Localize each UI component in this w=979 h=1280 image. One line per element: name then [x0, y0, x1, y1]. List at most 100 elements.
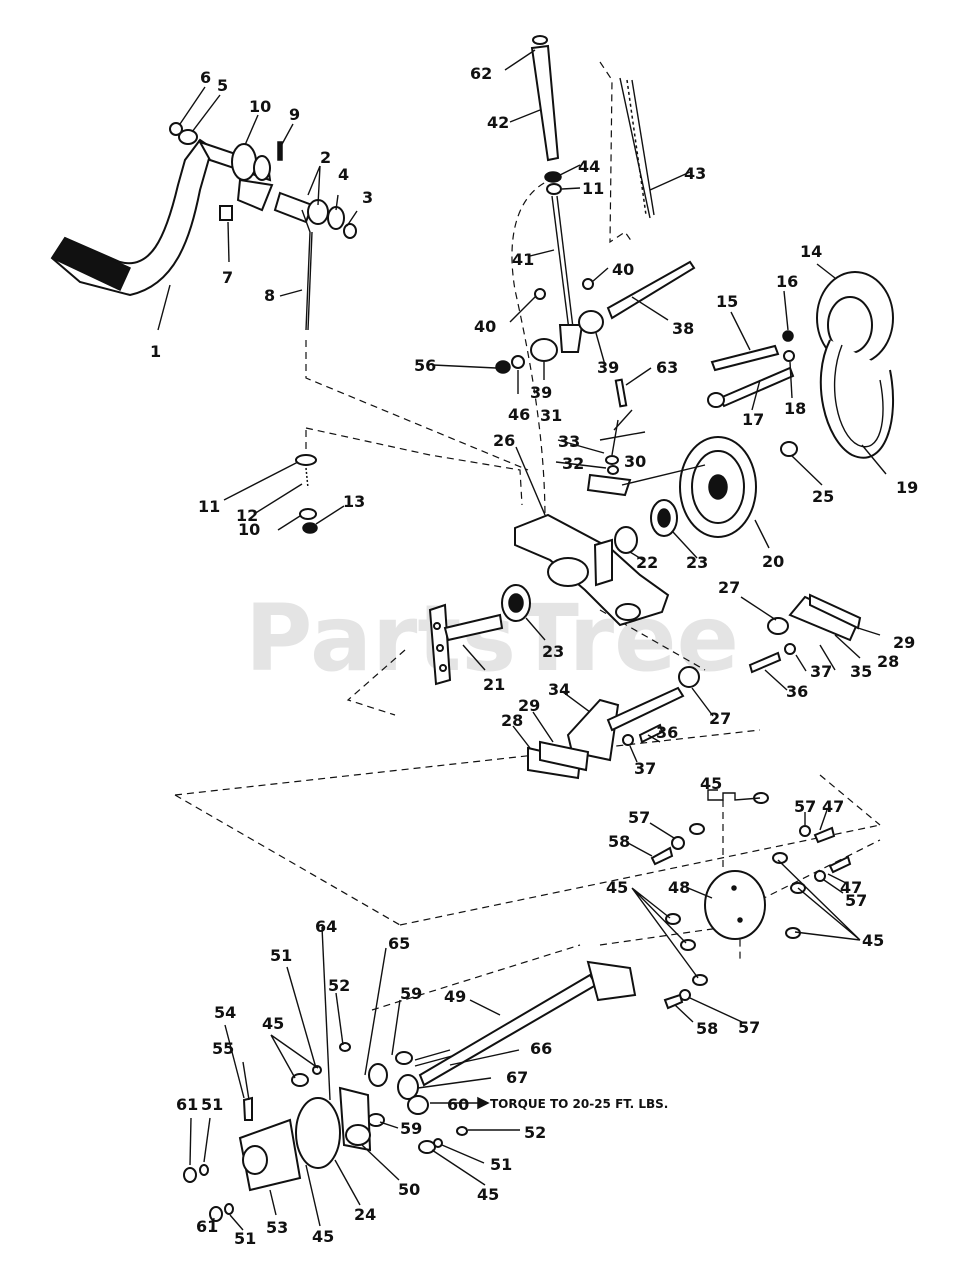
nut-13: [302, 522, 318, 534]
belt-19: [819, 339, 894, 459]
spring-12: [305, 467, 309, 489]
pedal-pad: [50, 237, 131, 292]
key-7: [219, 205, 233, 221]
callout-57-a: 57: [628, 808, 650, 827]
nut-61-b: [209, 1206, 223, 1222]
cap-62: [532, 35, 548, 45]
callout-45-hub: 45: [262, 1014, 284, 1033]
lower-bracket-assembly: [527, 686, 685, 780]
callout-36-lower: 36: [656, 723, 678, 742]
callout-25: 25: [812, 487, 834, 506]
bolt-15: [710, 344, 780, 372]
washer-51-c: [199, 1164, 209, 1176]
washer-65: [368, 1063, 388, 1087]
callout-4: 4: [338, 165, 349, 184]
callout-53: 53: [266, 1218, 288, 1237]
callout-49: 49: [444, 987, 466, 1006]
bolt-47-b: [828, 855, 852, 874]
washer-45-h: [692, 974, 708, 986]
callout-26: 26: [493, 431, 515, 450]
nut-40a: [534, 288, 546, 300]
callout-23-left: 23: [542, 642, 564, 661]
callout-45-left: 45: [606, 878, 628, 897]
callout-59-lower: 59: [400, 1119, 422, 1138]
callout-35: 35: [850, 662, 872, 681]
rod-41: [551, 195, 571, 339]
callout-57-b: 57: [794, 797, 816, 816]
callout-30: 30: [624, 452, 646, 471]
bracket-26: [514, 513, 670, 627]
callout-31: 31: [540, 406, 562, 425]
nut-25: [780, 441, 798, 457]
nut-61-a: [183, 1167, 197, 1183]
bolt-58-a: [650, 846, 674, 866]
callout-34: 34: [548, 680, 570, 699]
torque-note: TORQUE TO 20-25 FT. LBS.: [490, 1097, 668, 1111]
pedal-assembly: [50, 122, 357, 331]
washer-37b: [622, 734, 634, 746]
bolt-58-b: [663, 993, 684, 1010]
callout-17: 17: [742, 410, 764, 429]
washer-51-b: [433, 1138, 443, 1148]
plate-29b: [539, 740, 590, 772]
callout-8: 8: [264, 286, 275, 305]
callout-48: 48: [668, 878, 690, 897]
callout-15: 15: [716, 292, 738, 311]
callout-16: 16: [776, 272, 798, 291]
callout-36-right: 36: [786, 682, 808, 701]
callout-65: 65: [388, 934, 410, 953]
callout-52-top: 52: [328, 976, 350, 995]
callout-11-left: 11: [198, 497, 220, 516]
washer-10: [299, 508, 317, 520]
spring-43-coils: [626, 79, 647, 216]
right-bracket-assembly: [678, 593, 862, 688]
callout-63: 63: [656, 358, 678, 377]
pedal-arm: [50, 138, 214, 297]
pin-63: [614, 378, 628, 408]
shaft-assembly: [367, 960, 637, 1127]
ring-3: [343, 223, 357, 239]
callout-9: 9: [289, 105, 300, 124]
callout-57-c: 57: [845, 891, 867, 910]
callout-7: 7: [222, 268, 233, 287]
callout-43: 43: [684, 164, 706, 183]
callout-11-top: 11: [582, 179, 604, 198]
callout-51-top: 51: [270, 946, 292, 965]
washer-57-b: [799, 825, 811, 837]
callout-45-bottom: 45: [312, 1227, 334, 1246]
callout-labels: 1 2 3 4 5 6 7 8 9 10 10 11 11 12 13 14 1…: [150, 64, 918, 1248]
nut-52-a: [339, 1042, 351, 1052]
drive-plate-assembly: [650, 792, 852, 1010]
assembly-guide-lines: [174, 177, 881, 1011]
callout-37-right: 37: [810, 662, 832, 681]
callout-29-right: 29: [893, 633, 915, 652]
washer-57-a: [671, 836, 685, 850]
bolt-36a: [748, 651, 782, 674]
pin-59b: [367, 1113, 385, 1127]
nut-40b: [582, 278, 594, 290]
bushing-27b: [678, 666, 700, 688]
bolt-17: [718, 366, 795, 408]
pulley-belt-assembly: [679, 271, 894, 538]
hub-assembly: [183, 1042, 468, 1222]
callout-29-lower: 29: [518, 696, 540, 715]
callout-47-top: 47: [822, 797, 844, 816]
callout-42: 42: [487, 113, 509, 132]
bolt-60-head: [407, 1095, 429, 1115]
callout-51-left: 51: [201, 1095, 223, 1114]
callout-39-left: 39: [530, 383, 552, 402]
bushing-39b: [578, 310, 604, 334]
washer-5: [178, 129, 198, 145]
nut-32: [607, 465, 619, 475]
washer-45-c: [772, 852, 788, 864]
callout-66: 66: [530, 1039, 552, 1058]
callout-55: 55: [212, 1039, 234, 1058]
callout-5: 5: [217, 76, 228, 95]
callout-50: 50: [398, 1180, 420, 1199]
fitting-55: [242, 1096, 253, 1121]
callout-58-a: 58: [608, 832, 630, 851]
plate-48: [704, 870, 766, 940]
bushing-2: [273, 191, 314, 224]
callout-39-right: 39: [597, 358, 619, 377]
